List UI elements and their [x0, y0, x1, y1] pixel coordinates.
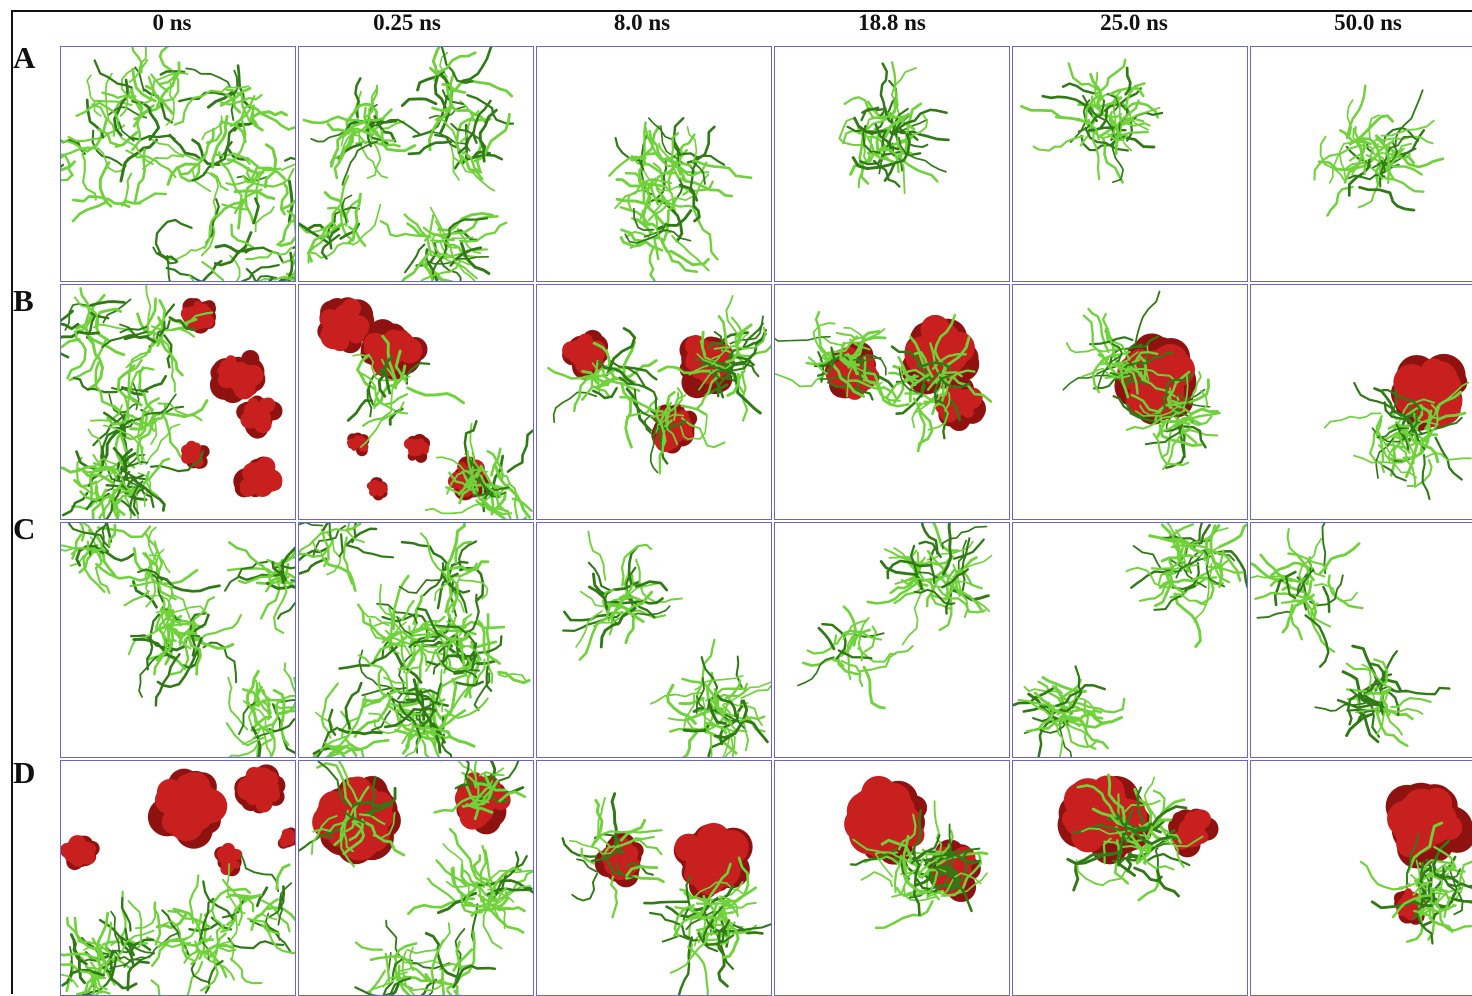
ligand-cluster [1062, 290, 1221, 471]
ligand-cluster [346, 334, 533, 519]
molecule-render [844, 775, 989, 930]
row-label-a: A [13, 40, 36, 75]
molecule-render [299, 47, 515, 281]
ligand-cluster [1020, 58, 1164, 184]
snapshot-panel-b-3 [536, 284, 772, 520]
snapshot-panel-c-5 [1012, 522, 1248, 758]
figure-frame [11, 10, 1472, 994]
ligand-cluster [775, 310, 993, 453]
snapshot-panel-a-6 [1250, 46, 1472, 282]
snapshot-panel-a-4 [774, 46, 1010, 282]
molecule-render [1251, 523, 1451, 748]
ligand-cluster [838, 61, 950, 195]
snapshot-panel-b-5 [1012, 284, 1248, 520]
snapshot-panel-a-3 [536, 46, 772, 282]
snapshot-panel-b-1 [60, 284, 296, 520]
protein-surface [1057, 775, 1219, 865]
row-label-b: B [13, 283, 34, 318]
ligand-cluster [1066, 773, 1204, 902]
ligand-cluster [61, 47, 295, 281]
ligand-cluster [299, 523, 531, 757]
protein-surface [844, 775, 981, 902]
molecule-render [547, 295, 771, 475]
ligand-cluster [61, 853, 295, 995]
molecule-render [561, 792, 771, 995]
protein-surface [180, 297, 283, 498]
snapshot-panel-a-1 [60, 46, 296, 282]
col-label-025ns: 0.25 ns [373, 10, 441, 35]
molecule-render [1323, 353, 1472, 501]
protein-surface [1385, 782, 1472, 925]
molecule-render [838, 61, 950, 195]
molecule-render [1062, 290, 1221, 471]
snapshot-panel-c-2 [298, 522, 534, 758]
snapshot-panel-b-4 [774, 284, 1010, 520]
molecule-render [61, 285, 283, 519]
ligand-cluster [61, 523, 295, 757]
molecule-render [317, 297, 533, 519]
ligand-cluster [1359, 821, 1472, 945]
molecule-render [299, 523, 531, 757]
ligand-cluster [797, 523, 993, 710]
snapshot-panel-c-1 [60, 522, 296, 758]
molecule-render [61, 523, 295, 757]
snapshot-panel-b-2 [298, 284, 534, 520]
snapshot-panel-c-3 [536, 522, 772, 758]
ligand-cluster [1313, 84, 1445, 217]
ligand-cluster [849, 800, 989, 930]
snapshot-panel-d-4 [774, 760, 1010, 996]
molecule-render [1013, 523, 1247, 757]
ligand-cluster [562, 530, 771, 757]
molecule-render [299, 761, 533, 995]
ligand-cluster [608, 117, 753, 281]
ligand-cluster [1323, 381, 1472, 501]
snapshot-panel-c-4 [774, 522, 1010, 758]
molecule-render [61, 47, 295, 281]
col-label-50ns: 50.0 ns [1334, 10, 1402, 35]
row-label-c: C [13, 511, 36, 546]
snapshot-panel-d-1 [60, 760, 296, 996]
molecule-render [1057, 773, 1219, 902]
molecule-render [608, 117, 753, 281]
snapshot-panel-a-5 [1012, 46, 1248, 282]
snapshot-panel-c-6 [1250, 522, 1472, 758]
snapshot-panel-d-5 [1012, 760, 1248, 996]
col-label-188ns: 18.8 ns [858, 10, 926, 35]
snapshot-panel-a-2 [298, 46, 534, 282]
molecule-render [1313, 84, 1445, 217]
molecule-render [562, 530, 771, 757]
snapshot-panel-d-3 [536, 760, 772, 996]
molecule-render [1020, 58, 1164, 184]
row-label-d: D [13, 755, 36, 790]
ligand-cluster [299, 761, 533, 995]
molecule-render [61, 764, 295, 995]
ligand-cluster [547, 295, 771, 475]
ligand-cluster [1013, 523, 1247, 757]
ligand-cluster [61, 285, 214, 519]
protein-surface [594, 822, 753, 900]
snapshot-panel-d-2 [298, 760, 534, 996]
molecule-render [1359, 782, 1472, 945]
snapshot-panel-b-6 [1250, 284, 1472, 520]
ligand-cluster [561, 792, 771, 995]
col-label-0ns: 0 ns [152, 10, 192, 35]
molecule-render [775, 310, 993, 453]
col-label-25ns: 25.0 ns [1100, 10, 1168, 35]
ligand-cluster [299, 47, 515, 281]
snapshot-panel-d-6 [1250, 760, 1472, 996]
col-label-8ns: 8.0 ns [613, 10, 671, 35]
protein-surface [61, 764, 295, 877]
molecule-render [797, 523, 993, 710]
ligand-cluster [1251, 523, 1451, 748]
